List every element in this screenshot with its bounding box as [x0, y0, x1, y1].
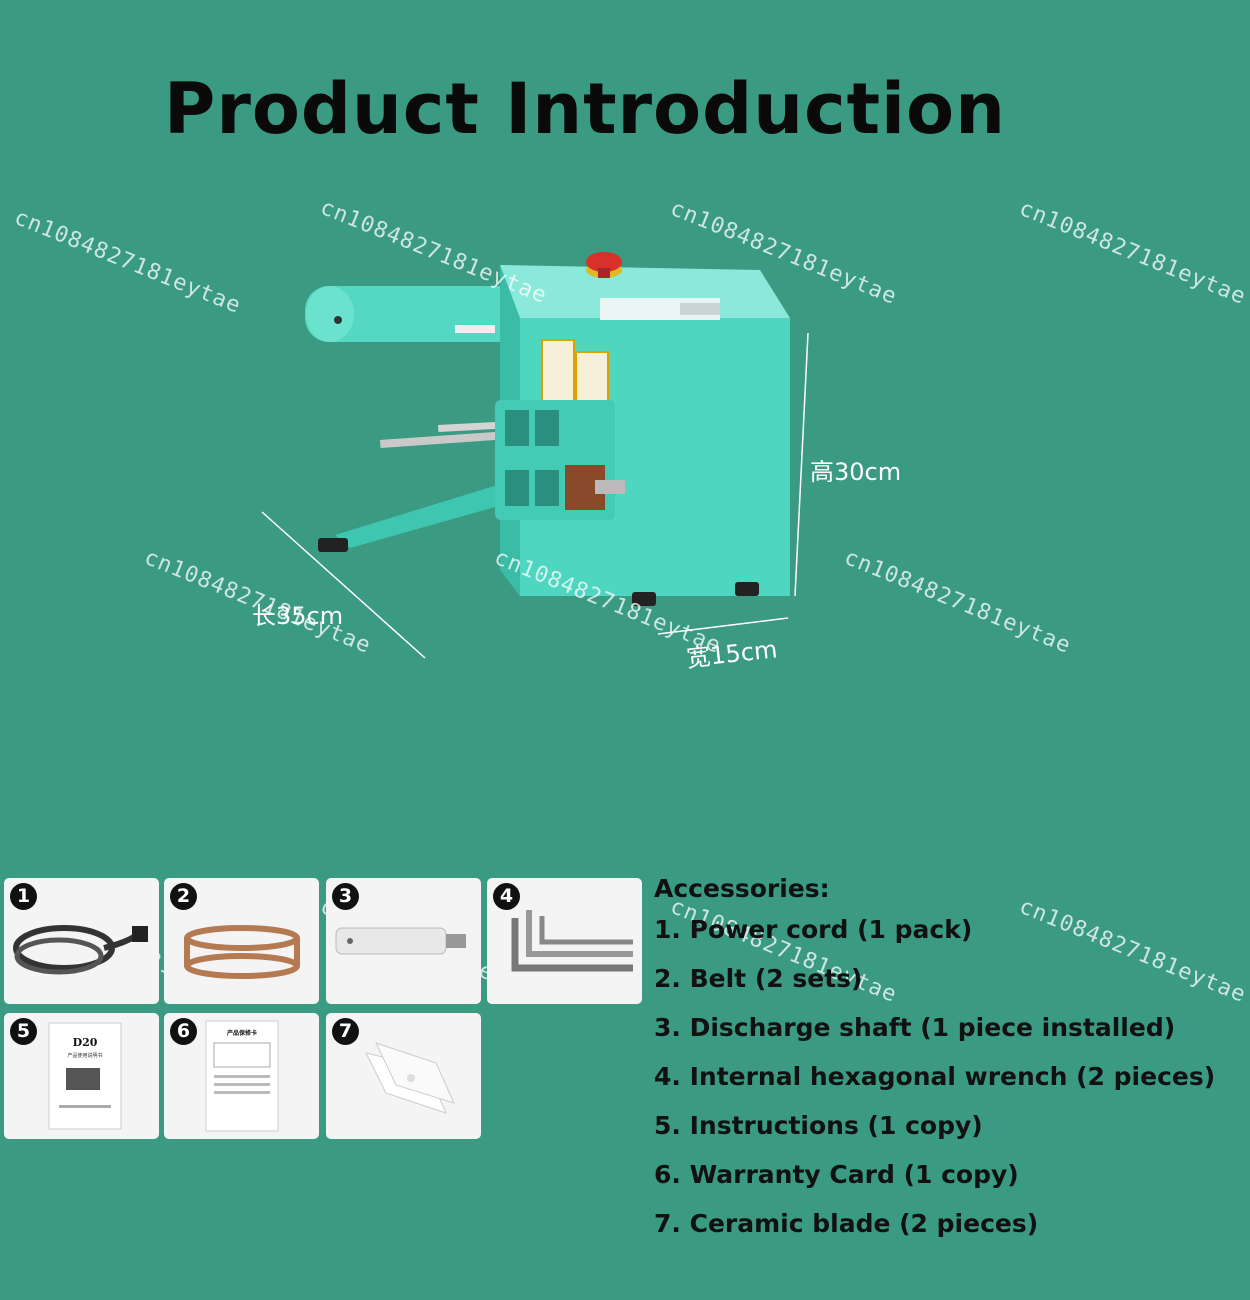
tile-number: 3: [332, 883, 359, 910]
accessories-list: Accessories: 1. Power cord (1 pack) 2. B…: [654, 874, 1216, 1258]
accessory-item: 5. Instructions (1 copy): [654, 1111, 983, 1140]
product-stage: 高30cm 长35cm 宽15cm: [252, 252, 902, 673]
machine-illustration: [261, 252, 809, 659]
manual-subtitle: 产品使用说明书: [67, 1052, 102, 1059]
power-cord-icon: [13, 925, 148, 975]
warranty-card-icon: 产品保修卡: [205, 1020, 279, 1132]
accessory-item: 6. Warranty Card (1 copy): [654, 1160, 1019, 1189]
tile-number: 5: [10, 1018, 37, 1045]
tile-number: 4: [493, 883, 520, 910]
accessory-item: 7. Ceramic blade (2 pieces): [654, 1209, 1039, 1238]
accessory-item: 4. Internal hexagonal wrench (2 pieces): [654, 1062, 1216, 1091]
discharge-shaft-icon: [335, 927, 466, 955]
accessory-item: 3. Discharge shaft (1 piece installed): [654, 1013, 1176, 1042]
accessory-item: 1. Power cord (1 pack): [654, 915, 973, 944]
accessory-tile-3: 3: [326, 878, 481, 1004]
accessory-tile-1: 1: [4, 878, 159, 1004]
accessory-tile-6: 产品保修卡 6: [164, 1013, 319, 1139]
ceramic-blade-icon: [365, 1042, 455, 1114]
page-title: Product Introduction: [164, 68, 1006, 150]
accessory-item: 2. Belt (2 sets): [654, 964, 863, 993]
accessory-tile-4: 4: [487, 878, 642, 1004]
height-dimension-label: 高30cm: [810, 458, 902, 486]
accessory-grid: 1 2 3 4 D20 产品使用说明书: [0, 876, 650, 1146]
tile-number: 2: [170, 883, 197, 910]
instruction-manual-icon: D20 产品使用说明书: [48, 1022, 122, 1130]
tile-number: 1: [10, 883, 37, 910]
manual-model: D20: [73, 1036, 98, 1049]
warranty-title: 产品保修卡: [227, 1029, 257, 1037]
tile-number: 7: [332, 1018, 359, 1045]
accessories-heading: Accessories:: [654, 874, 830, 903]
length-dimension-label: 长35cm: [252, 602, 344, 630]
accessory-tile-2: 2: [164, 878, 319, 1004]
hex-wrench-icon: [511, 910, 633, 972]
accessory-tile-7: 7: [326, 1013, 481, 1139]
tile-number: 6: [170, 1018, 197, 1045]
belt-icon: [184, 925, 300, 979]
accessory-tile-5: D20 产品使用说明书 5: [4, 1013, 159, 1139]
